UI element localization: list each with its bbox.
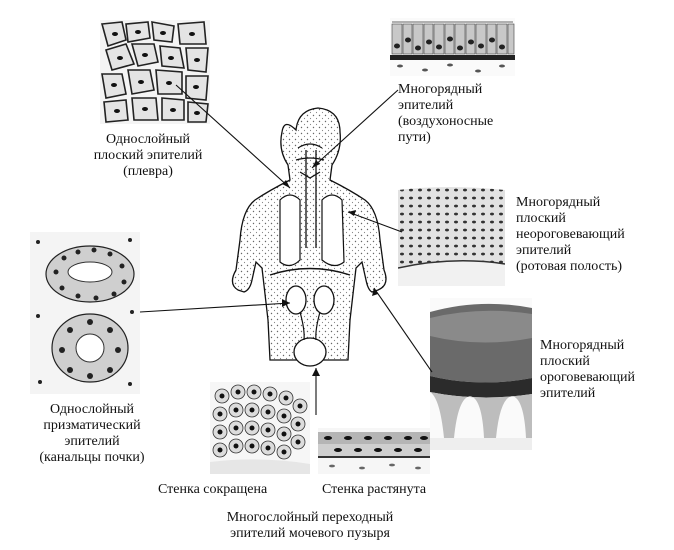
label-line: Многослойный переходный: [226, 510, 394, 525]
label-line: (канальцы почки): [39, 450, 145, 465]
label-line: пути): [398, 130, 431, 145]
label-transitional: Многослойный переходный эпителий мочевог…: [180, 510, 440, 542]
keratinized-epithelium-image: [430, 298, 532, 450]
label-line: неороговевающий: [516, 227, 625, 242]
label-stratified-nonkeratinized: Многорядный плоский неороговевающий эпит…: [516, 195, 666, 275]
label-line: Многорядный: [398, 82, 483, 97]
pseudostratified-epithelium-image: [390, 18, 515, 76]
label-line: Однослойный: [106, 132, 190, 147]
label-line: эпителий: [540, 386, 596, 401]
label-line: (ротовая полость): [516, 259, 623, 274]
label-line: эпителий: [398, 98, 454, 113]
arrowheads: [282, 160, 378, 376]
label-line: эпителий: [64, 434, 120, 449]
label-pseudostratified: Многорядный эпителий (воздухоносные пути…: [398, 82, 528, 146]
label-line: ороговевающий: [540, 370, 635, 385]
label-line: (плевра): [123, 164, 173, 179]
leader-lines: [139, 84, 433, 415]
label-line: плоский: [516, 211, 566, 226]
label-stratified-keratinized: Многорядный плоский ороговевающий эпител…: [540, 338, 670, 402]
label-line: плоский эпителий: [93, 148, 203, 163]
label-line: Многорядный: [540, 338, 625, 353]
transitional-stretched-image: [318, 428, 430, 474]
transitional-contracted-image: [210, 382, 310, 474]
label-line: плоский: [540, 354, 590, 369]
label-line: Многорядный: [516, 195, 601, 210]
label-line: Однослойный: [50, 402, 134, 417]
label-single-columnar: Однослойный призматический эпителий (кан…: [4, 402, 180, 466]
label-wall-contracted: Стенка сокращена: [158, 482, 268, 497]
label-line: (воздухоносные: [398, 114, 494, 129]
columnar-epithelium-image: [30, 232, 140, 394]
squamous-epithelium-image: [100, 20, 210, 124]
label-wall-stretched: Стенка растянута: [322, 482, 427, 497]
label-line: эпителий: [516, 243, 572, 258]
label-line: эпителий мочевого пузыря: [230, 526, 390, 541]
label-line: призматический: [43, 418, 141, 433]
label-single-squamous: Однослойный плоский эпителий (плевра): [60, 132, 236, 180]
nonkeratinized-epithelium-image: [398, 186, 505, 286]
